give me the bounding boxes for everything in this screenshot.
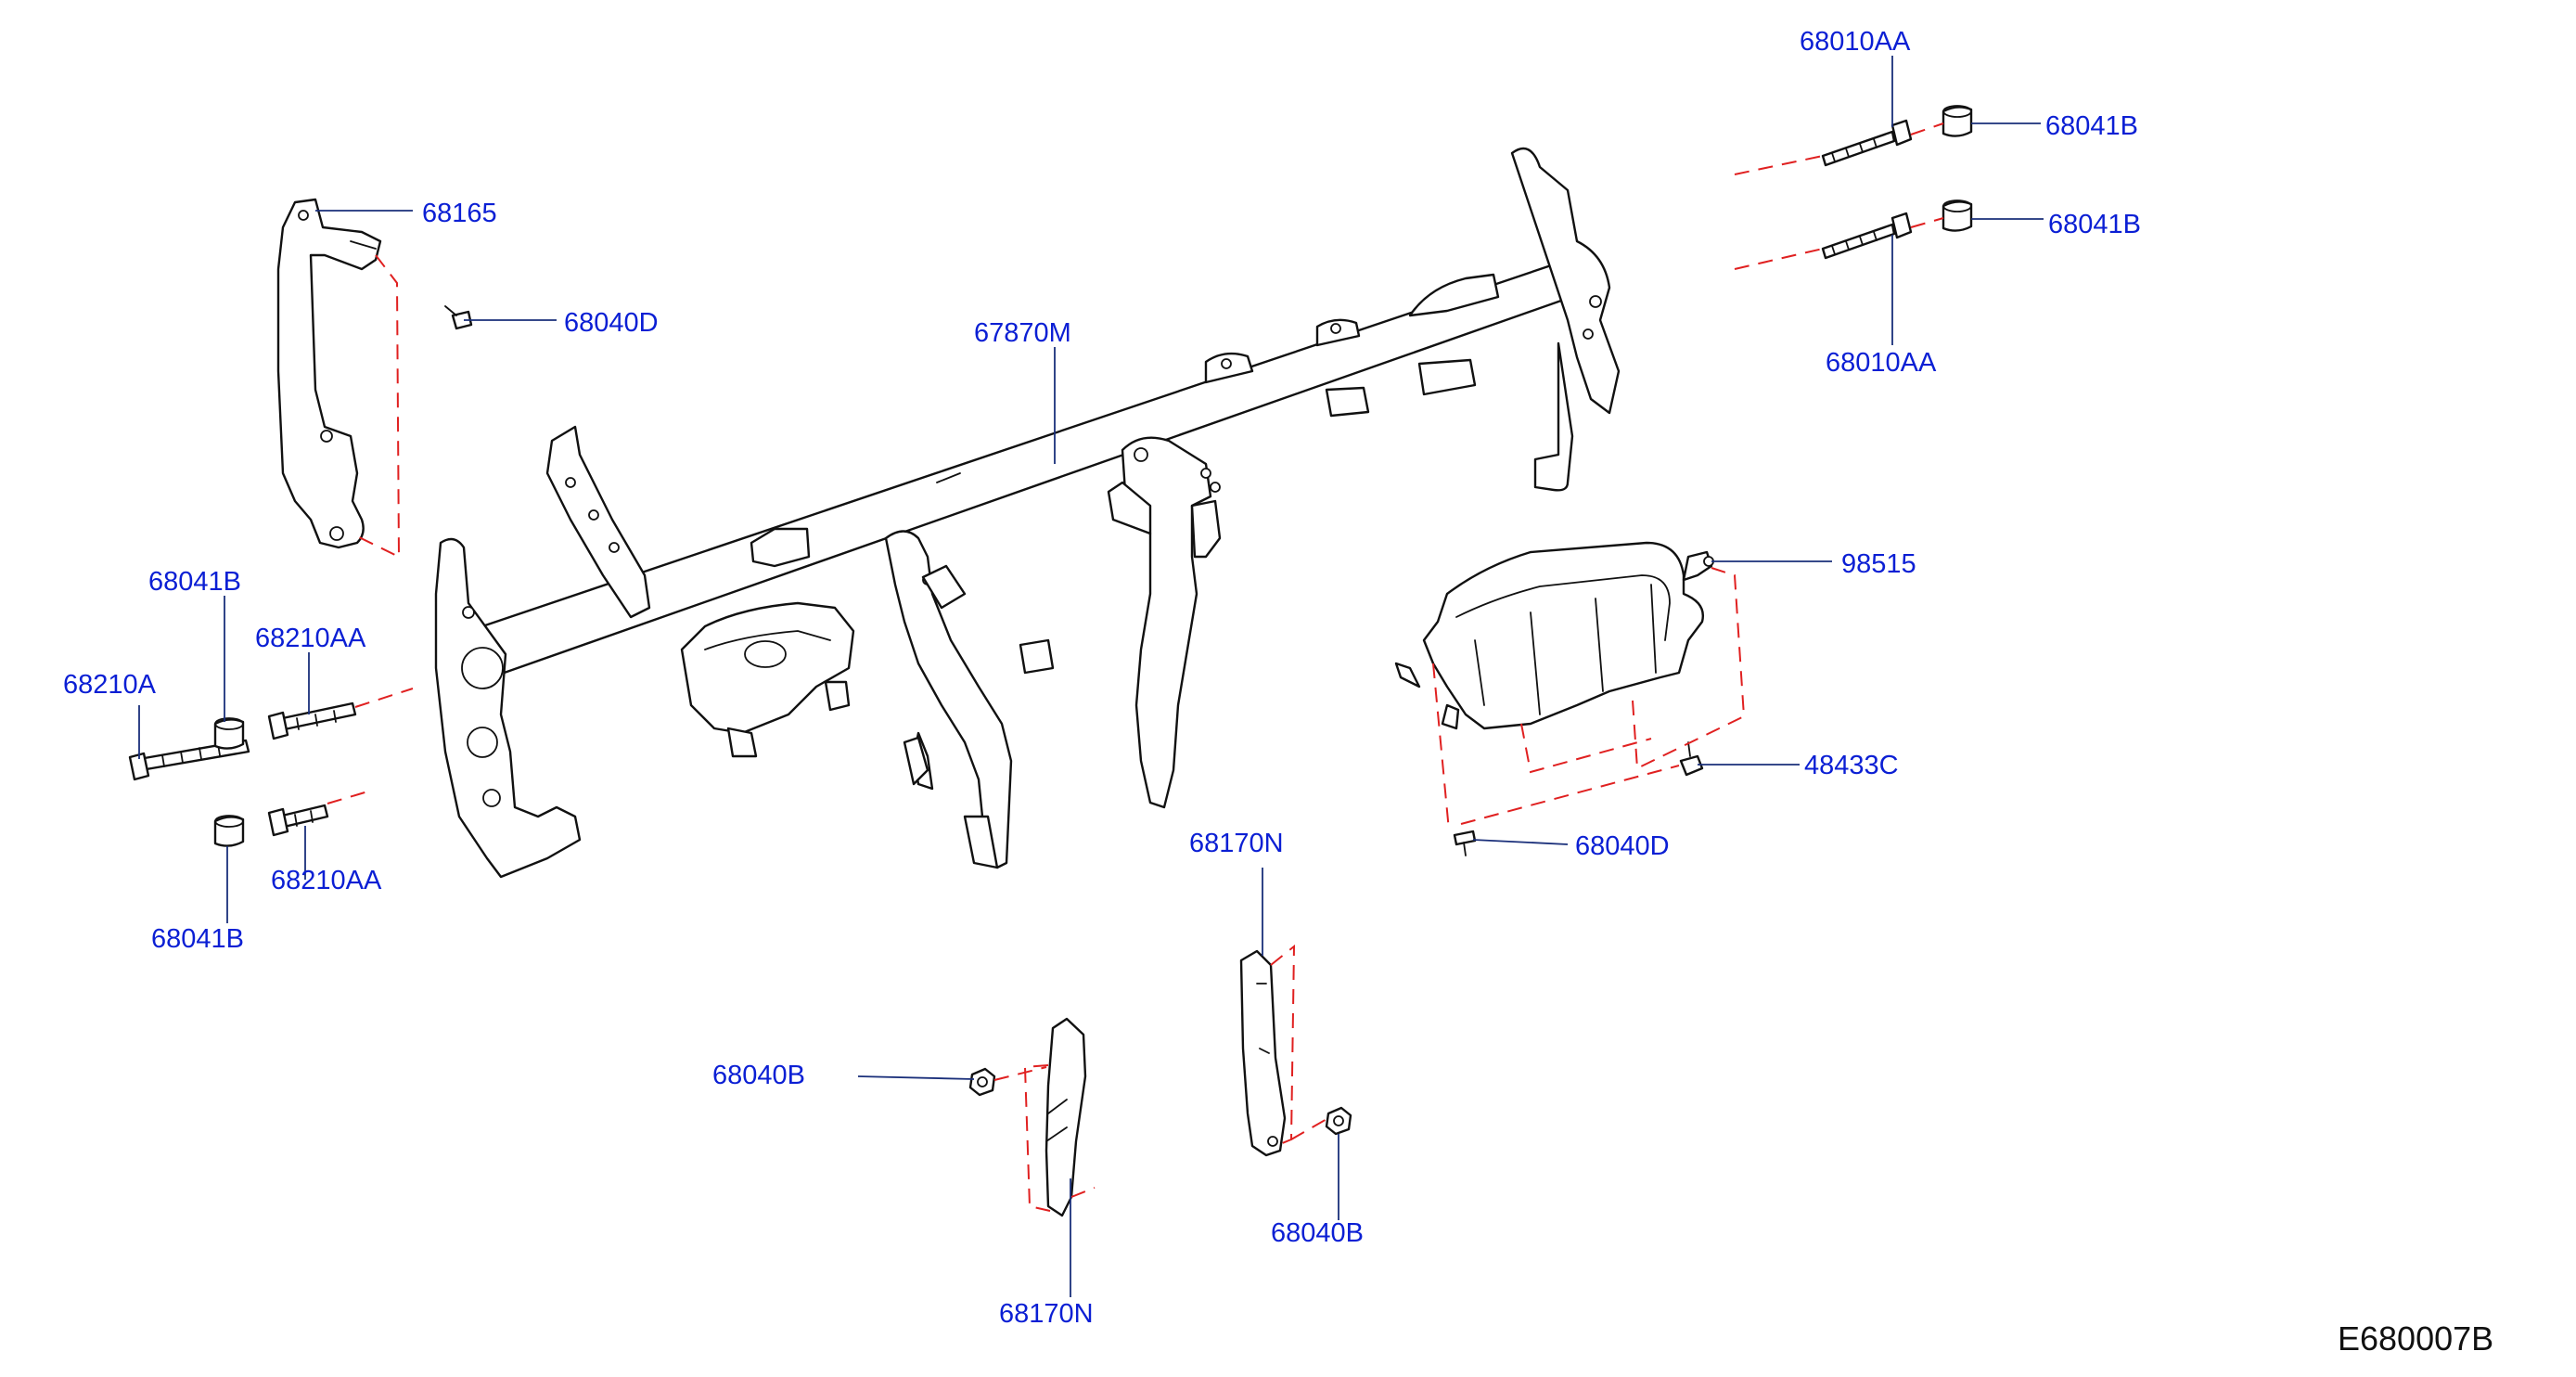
label-68210AA-top: 68210AA bbox=[255, 624, 366, 653]
bolt-68010AA-upper[interactable] bbox=[1821, 119, 1913, 167]
bolt-68210AA-upper[interactable] bbox=[267, 701, 357, 740]
dash-airbag-left bbox=[1432, 663, 1450, 831]
dash-68165-outline bbox=[356, 254, 401, 559]
label-68210A: 68210A bbox=[63, 670, 157, 700]
dash-68010AA-upper bbox=[1734, 155, 1824, 175]
screw-68040D-right[interactable] bbox=[1453, 830, 1477, 856]
cap-68041B-lower[interactable] bbox=[1942, 199, 1973, 232]
clip-48433C[interactable] bbox=[1679, 741, 1704, 777]
bolt-68010AA-lower[interactable] bbox=[1821, 212, 1913, 260]
dash-68040B-right bbox=[1290, 1117, 1329, 1140]
label-68041B-top2: 68041B bbox=[2048, 210, 2141, 239]
leader-68040B-left bbox=[857, 1075, 975, 1080]
label-68040D-right: 68040D bbox=[1575, 831, 1670, 861]
dash-68041B-lower bbox=[1910, 217, 1944, 228]
assembly-dashed-lines bbox=[327, 122, 1944, 1212]
dash-68010AA-lower bbox=[1734, 248, 1824, 270]
cap-68041B-left-bottom[interactable] bbox=[213, 815, 245, 847]
nut-68040B-right[interactable] bbox=[1325, 1106, 1352, 1136]
label-98515: 98515 bbox=[1841, 549, 1916, 579]
label-68041B-left-bottom: 68041B bbox=[151, 924, 244, 954]
leader-68040D-right bbox=[1472, 839, 1569, 845]
label-67870M: 67870M bbox=[974, 318, 1071, 348]
bracket-68165[interactable] bbox=[276, 198, 382, 549]
label-68010AA-top: 68010AA bbox=[1800, 27, 1911, 57]
label-68040D-left: 68040D bbox=[564, 308, 659, 338]
label-68040B-right: 68040B bbox=[1271, 1218, 1364, 1248]
label-48433C: 48433C bbox=[1804, 751, 1899, 780]
screw-68040D-left[interactable] bbox=[444, 305, 473, 330]
label-68210AA-bottom: 68210AA bbox=[271, 866, 382, 895]
bolt-68210AA-lower[interactable] bbox=[267, 804, 329, 837]
dash-airbag-mid1 bbox=[1520, 723, 1652, 774]
dash-68170N-lower bbox=[1023, 1064, 1051, 1212]
dash-68210AA-lower bbox=[327, 790, 372, 804]
label-68165: 68165 bbox=[422, 199, 497, 228]
label-68010AA-mid: 68010AA bbox=[1826, 348, 1937, 378]
label-68170N-top: 68170N bbox=[1189, 829, 1284, 858]
cap-68041B-left-top[interactable] bbox=[213, 717, 245, 750]
dash-airbag-bottom bbox=[1460, 765, 1680, 825]
label-68170N-bottom: 68170N bbox=[999, 1299, 1094, 1329]
dash-68170N-upper bbox=[1270, 944, 1296, 1147]
steering-member-67870M[interactable] bbox=[434, 147, 1621, 879]
diagram-ref: E680007B bbox=[2338, 1319, 2493, 1358]
bracket-68170N-upper[interactable] bbox=[1239, 949, 1287, 1157]
airbag-module-98515[interactable] bbox=[1394, 541, 1714, 730]
label-68040B-left: 68040B bbox=[712, 1061, 805, 1090]
nut-68040B-left[interactable] bbox=[968, 1067, 996, 1097]
dash-68210AA-upper bbox=[354, 688, 414, 708]
dash-lower-link bbox=[1070, 1187, 1096, 1198]
dash-68041B-upper bbox=[1910, 122, 1944, 135]
label-68041B-left-top: 68041B bbox=[148, 567, 241, 597]
dash-68040B-left bbox=[993, 1066, 1047, 1081]
part-labels: 68010AA 68041B 68041B 68010AA 68165 6804… bbox=[63, 27, 2141, 1329]
cap-68041B-upper[interactable] bbox=[1942, 105, 1973, 137]
bracket-68170N-lower[interactable] bbox=[1044, 1017, 1087, 1217]
label-68041B-top1: 68041B bbox=[2045, 111, 2138, 141]
leader-lines bbox=[138, 56, 2044, 1297]
